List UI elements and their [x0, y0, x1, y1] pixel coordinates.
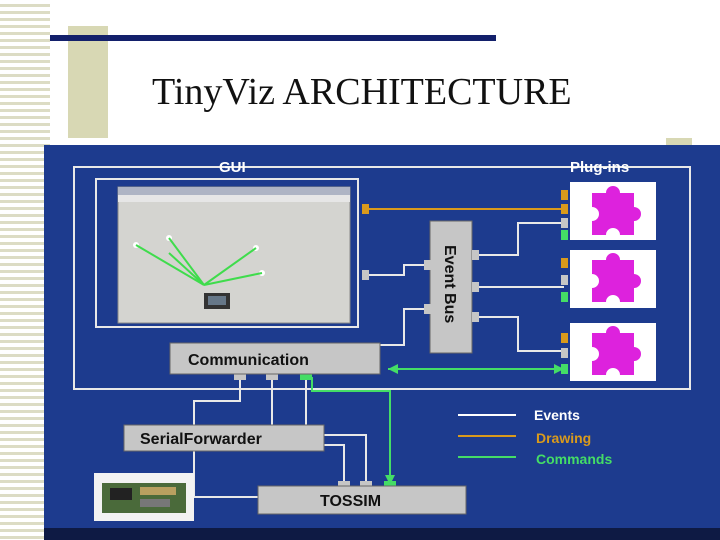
title-accent-block [68, 26, 108, 138]
event-line-comm-bus [380, 308, 430, 346]
outer-frame [73, 166, 691, 390]
ports [234, 190, 568, 487]
event-bus-box [429, 220, 473, 354]
communication-label: Communication [188, 352, 309, 369]
corner-accent [666, 138, 692, 148]
serialforwarder-box [123, 424, 325, 452]
architecture-diagram: GUI Plug-ins Event Bus [44, 145, 720, 530]
legend-commands-label: Commands [536, 451, 612, 467]
line-comm-tossim-2 [305, 377, 367, 485]
arrow-to-tossim [385, 475, 395, 485]
event-bus-label: Event Bus [441, 245, 458, 323]
bottom-bar [44, 528, 720, 540]
tossim-label: TOSSIM [320, 493, 381, 510]
left-stripe-decoration [0, 0, 50, 540]
title-rule [50, 35, 496, 41]
arrow-from-plugin3 [388, 364, 398, 374]
slide-title: TinyViz ARCHITECTURE [152, 71, 572, 113]
line-comm-serialforwarder [193, 377, 241, 425]
legend-drawing-label: Drawing [536, 430, 591, 446]
event-line-gui-bus [366, 264, 430, 276]
event-line-bus-plugin1 [472, 222, 564, 256]
arrow-to-plugin3 [554, 364, 564, 374]
gui-screenshot [117, 186, 351, 324]
command-line-comm-tossim [311, 377, 391, 481]
legend: Events Drawing Commands [458, 407, 612, 467]
serialforwarder-label: SerialForwarder [140, 431, 262, 448]
plugin-box-1 [570, 182, 656, 240]
gui-frame [95, 178, 359, 328]
communication-box [169, 342, 381, 375]
plugin-box-3 [570, 323, 656, 381]
sensor-board-image [94, 473, 194, 521]
plugins-label: Plug-ins [570, 159, 629, 176]
tossim-box [257, 485, 467, 515]
event-line-bus-plugin3 [472, 316, 564, 352]
legend-events-label: Events [534, 407, 580, 423]
plugin-box-2 [570, 250, 656, 308]
gui-label: GUI [219, 159, 246, 176]
